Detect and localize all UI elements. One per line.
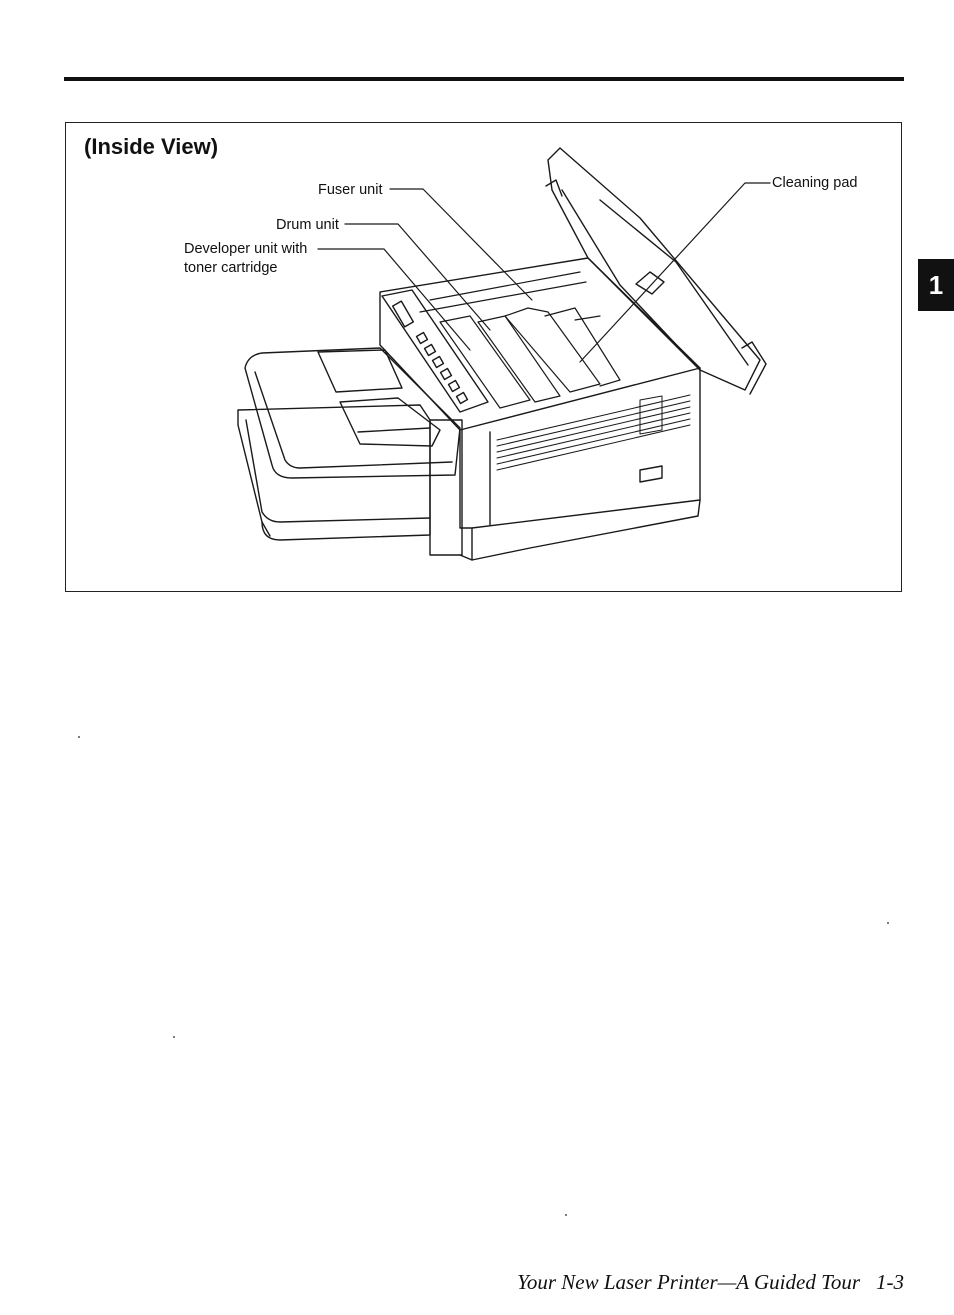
internal-units [419, 271, 621, 409]
page-footer: Your New Laser Printer—A Guided Tour 1-3 [517, 1270, 904, 1295]
chapter-tab: 1 [918, 259, 954, 311]
callout-developer-unit-line2: toner cartridge [184, 260, 278, 276]
power-switch [639, 465, 663, 483]
callout-cleaning-pad: Cleaning pad [772, 175, 858, 191]
lower-paper-tray [237, 404, 463, 556]
top-rule [64, 77, 904, 81]
leader-lines [317, 182, 771, 363]
upper-output-tray [244, 347, 461, 479]
side-vent-grille [496, 394, 691, 471]
drum-unit [477, 315, 561, 403]
open-top-cover [545, 147, 767, 395]
scan-speck [565, 1214, 567, 1216]
scan-speck [78, 736, 80, 738]
callout-developer-unit-line1: Developer unit with [184, 241, 308, 257]
printer-illustration [237, 147, 771, 561]
developer-unit [439, 315, 531, 409]
scan-speck [173, 1036, 175, 1038]
scan-speck [887, 922, 889, 924]
cleaning-pad [635, 271, 665, 295]
figure-title: (Inside View) [84, 134, 219, 159]
fuser-unit [504, 307, 601, 393]
callout-fuser-unit: Fuser unit [318, 182, 383, 198]
callout-drum-unit: Drum unit [276, 217, 339, 233]
printer-body [379, 257, 701, 561]
control-panel [381, 289, 489, 413]
footer-title: Your New Laser Printer—A Guided Tour [517, 1270, 860, 1294]
figure-frame [65, 122, 902, 592]
page-number: 1-3 [876, 1270, 904, 1294]
